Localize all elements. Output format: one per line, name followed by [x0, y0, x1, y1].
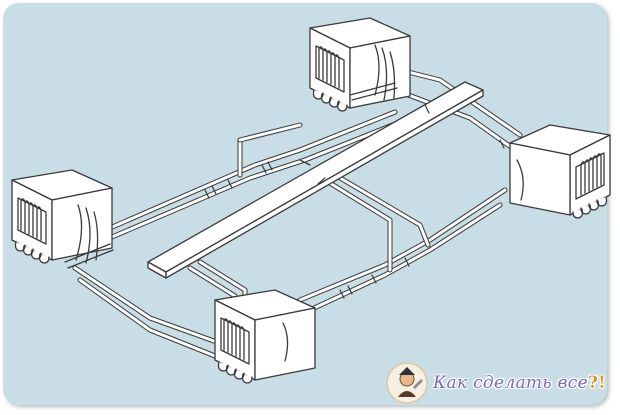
- pipe-clamps: [204, 104, 505, 299]
- plank-board: [147, 81, 484, 279]
- box-left: [11, 169, 114, 269]
- watermark-title: Как сделать все: [433, 373, 588, 393]
- watermark-suffix: ?!: [587, 373, 606, 393]
- box-bottom: [214, 289, 316, 384]
- watermark-text: Как сделать все?!: [433, 373, 606, 393]
- box-right: [509, 124, 611, 219]
- wrench-gnome-icon: [386, 362, 428, 404]
- watermark: Как сделать все?!: [385, 361, 606, 405]
- box-top: [309, 17, 411, 112]
